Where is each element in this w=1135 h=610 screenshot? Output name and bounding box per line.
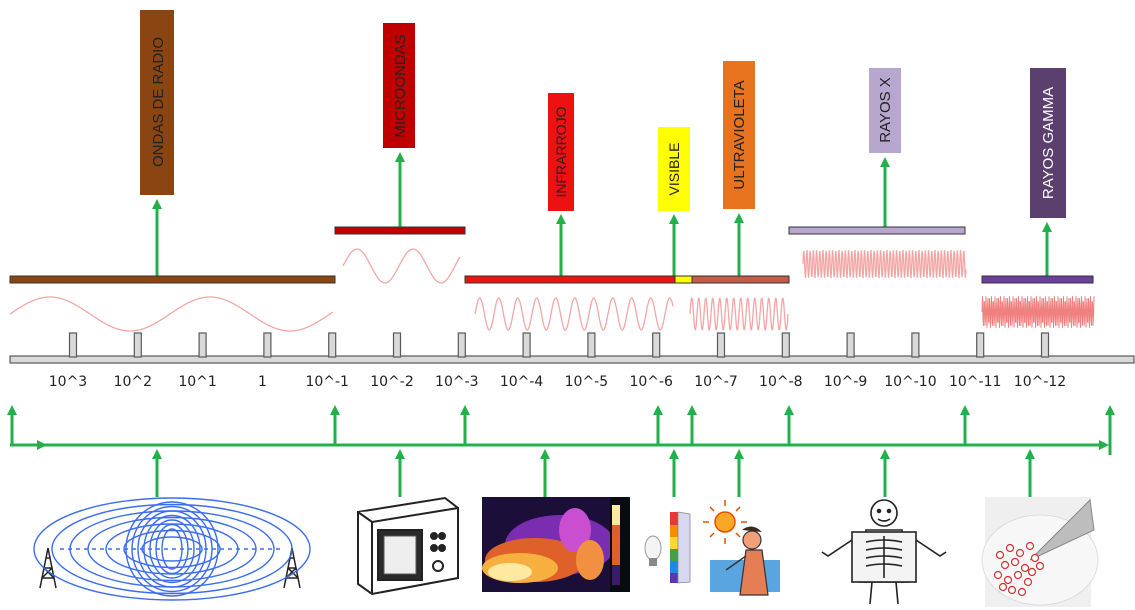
band-label-microwave: MICROONDAS [383, 23, 415, 148]
band-text-ultraviolet: ULTRAVIOLETA [731, 80, 748, 189]
axis-tick [716, 332, 726, 358]
antenna-tower-icon [39, 547, 57, 589]
gamma-particle-icon [981, 497, 1099, 607]
wave-gamma [981, 296, 1095, 328]
axis-tick-label: 10^-9 [824, 374, 868, 390]
band-box-radio [140, 10, 174, 195]
axis-tick [781, 332, 790, 358]
axis-tick [1040, 332, 1050, 358]
axis-tick-label: 10^-5 [565, 374, 609, 390]
axis-tick-label: 10^-2 [370, 374, 414, 390]
waves [9, 248, 1095, 332]
bar-visible [674, 275, 693, 284]
band-box-microwave [383, 23, 415, 148]
axis-tick-label: 10^-3 [435, 374, 479, 390]
band-label-radio: ONDAS DE RADIO [140, 10, 174, 195]
wavelength-axis: 10^3 10^2 10^1 1 10^-1 10^-2 10^-3 10^-4 10^-5 10… [9, 332, 1135, 390]
bar-gamma [981, 275, 1094, 284]
band-bars [9, 226, 1094, 284]
antenna-tower-icon [283, 547, 301, 589]
axis-tick [68, 332, 78, 358]
axis-tick-label: 10^1 [178, 374, 216, 390]
radio-waves-icon [33, 497, 311, 601]
axis-tick-label: 10^-11 [949, 374, 1001, 390]
band-label-gamma: RAYOS GAMMA [1030, 68, 1066, 218]
band-box-ultraviolet [723, 61, 755, 209]
axis-tick [392, 332, 402, 358]
bar-xray [788, 226, 966, 235]
band-box-visible [658, 127, 690, 211]
axis-tick-label: 10^3 [49, 374, 87, 390]
band-label-infrared: INFRARROJO [548, 93, 574, 211]
band-label-ultraviolet: ULTRAVIOLETA [723, 61, 755, 209]
axis-tick [587, 332, 596, 358]
axis-ticks [68, 332, 1050, 358]
axis-tick [652, 332, 661, 358]
axis-tick-label: 10^-6 [629, 374, 673, 390]
axis-tick-label: 10^-1 [305, 374, 349, 390]
band-box-gamma [1030, 68, 1066, 218]
band-box-xray [869, 68, 901, 153]
axis-labels: 10^3 10^2 10^1 1 10^-1 10^-2 10^-3 10^-4 10^-5 10… [49, 374, 1066, 390]
axis-tick [198, 332, 207, 358]
thermal-image-icon [482, 497, 630, 592]
axis-tick [263, 332, 272, 358]
wave-microwave [342, 248, 461, 284]
axis-tick-label: 1 [258, 374, 267, 390]
bar-radio [9, 275, 336, 284]
bar-ultraviolet [691, 275, 790, 284]
sunburn-person-icon [703, 500, 780, 596]
radio-source-illustration [33, 497, 311, 601]
axis-tick [911, 332, 920, 358]
axis-tick-label: 10^-10 [884, 374, 936, 390]
source-arrows [7, 405, 1115, 497]
xray-person-icon [821, 499, 947, 605]
axis-tick [846, 332, 855, 358]
axis-bar [9, 355, 1135, 364]
axis-tick-label: 10^-12 [1014, 374, 1066, 390]
band-text-infrared: INFRARROJO [553, 106, 569, 197]
band-label-xray: RAYOS X [869, 68, 901, 153]
wave-infrared [474, 297, 674, 331]
axis-tick-label: 10^-8 [759, 374, 803, 390]
axis-tick [328, 332, 337, 358]
band-box-infrared [548, 93, 574, 211]
axis-tick [457, 332, 466, 358]
axis-tick-label: 10^-7 [694, 374, 738, 390]
wave-radio [9, 296, 334, 332]
axis-tick-label: 10^2 [114, 374, 152, 390]
light-bulb-prism-icon [644, 511, 691, 584]
bar-infrared [464, 275, 676, 284]
band-text-radio: ONDAS DE RADIO [150, 37, 167, 167]
band-text-microwave: MICROONDAS [392, 34, 409, 137]
band-text-xray: RAYOS X [877, 77, 894, 143]
wave-ultraviolet [689, 297, 789, 331]
axis-tick [522, 332, 531, 358]
band-text-gamma: RAYOS GAMMA [1040, 87, 1057, 199]
band-arrows [152, 152, 1052, 276]
axis-tick-label: 10^-4 [500, 374, 544, 390]
microwave-oven-icon [357, 496, 459, 596]
wave-xray [802, 249, 967, 279]
axis-tick [976, 332, 985, 358]
axis-tick [133, 332, 142, 358]
band-text-visible: VISIBLE [666, 143, 682, 196]
band-label-visible: VISIBLE [658, 127, 690, 211]
bar-microwave [334, 226, 466, 235]
